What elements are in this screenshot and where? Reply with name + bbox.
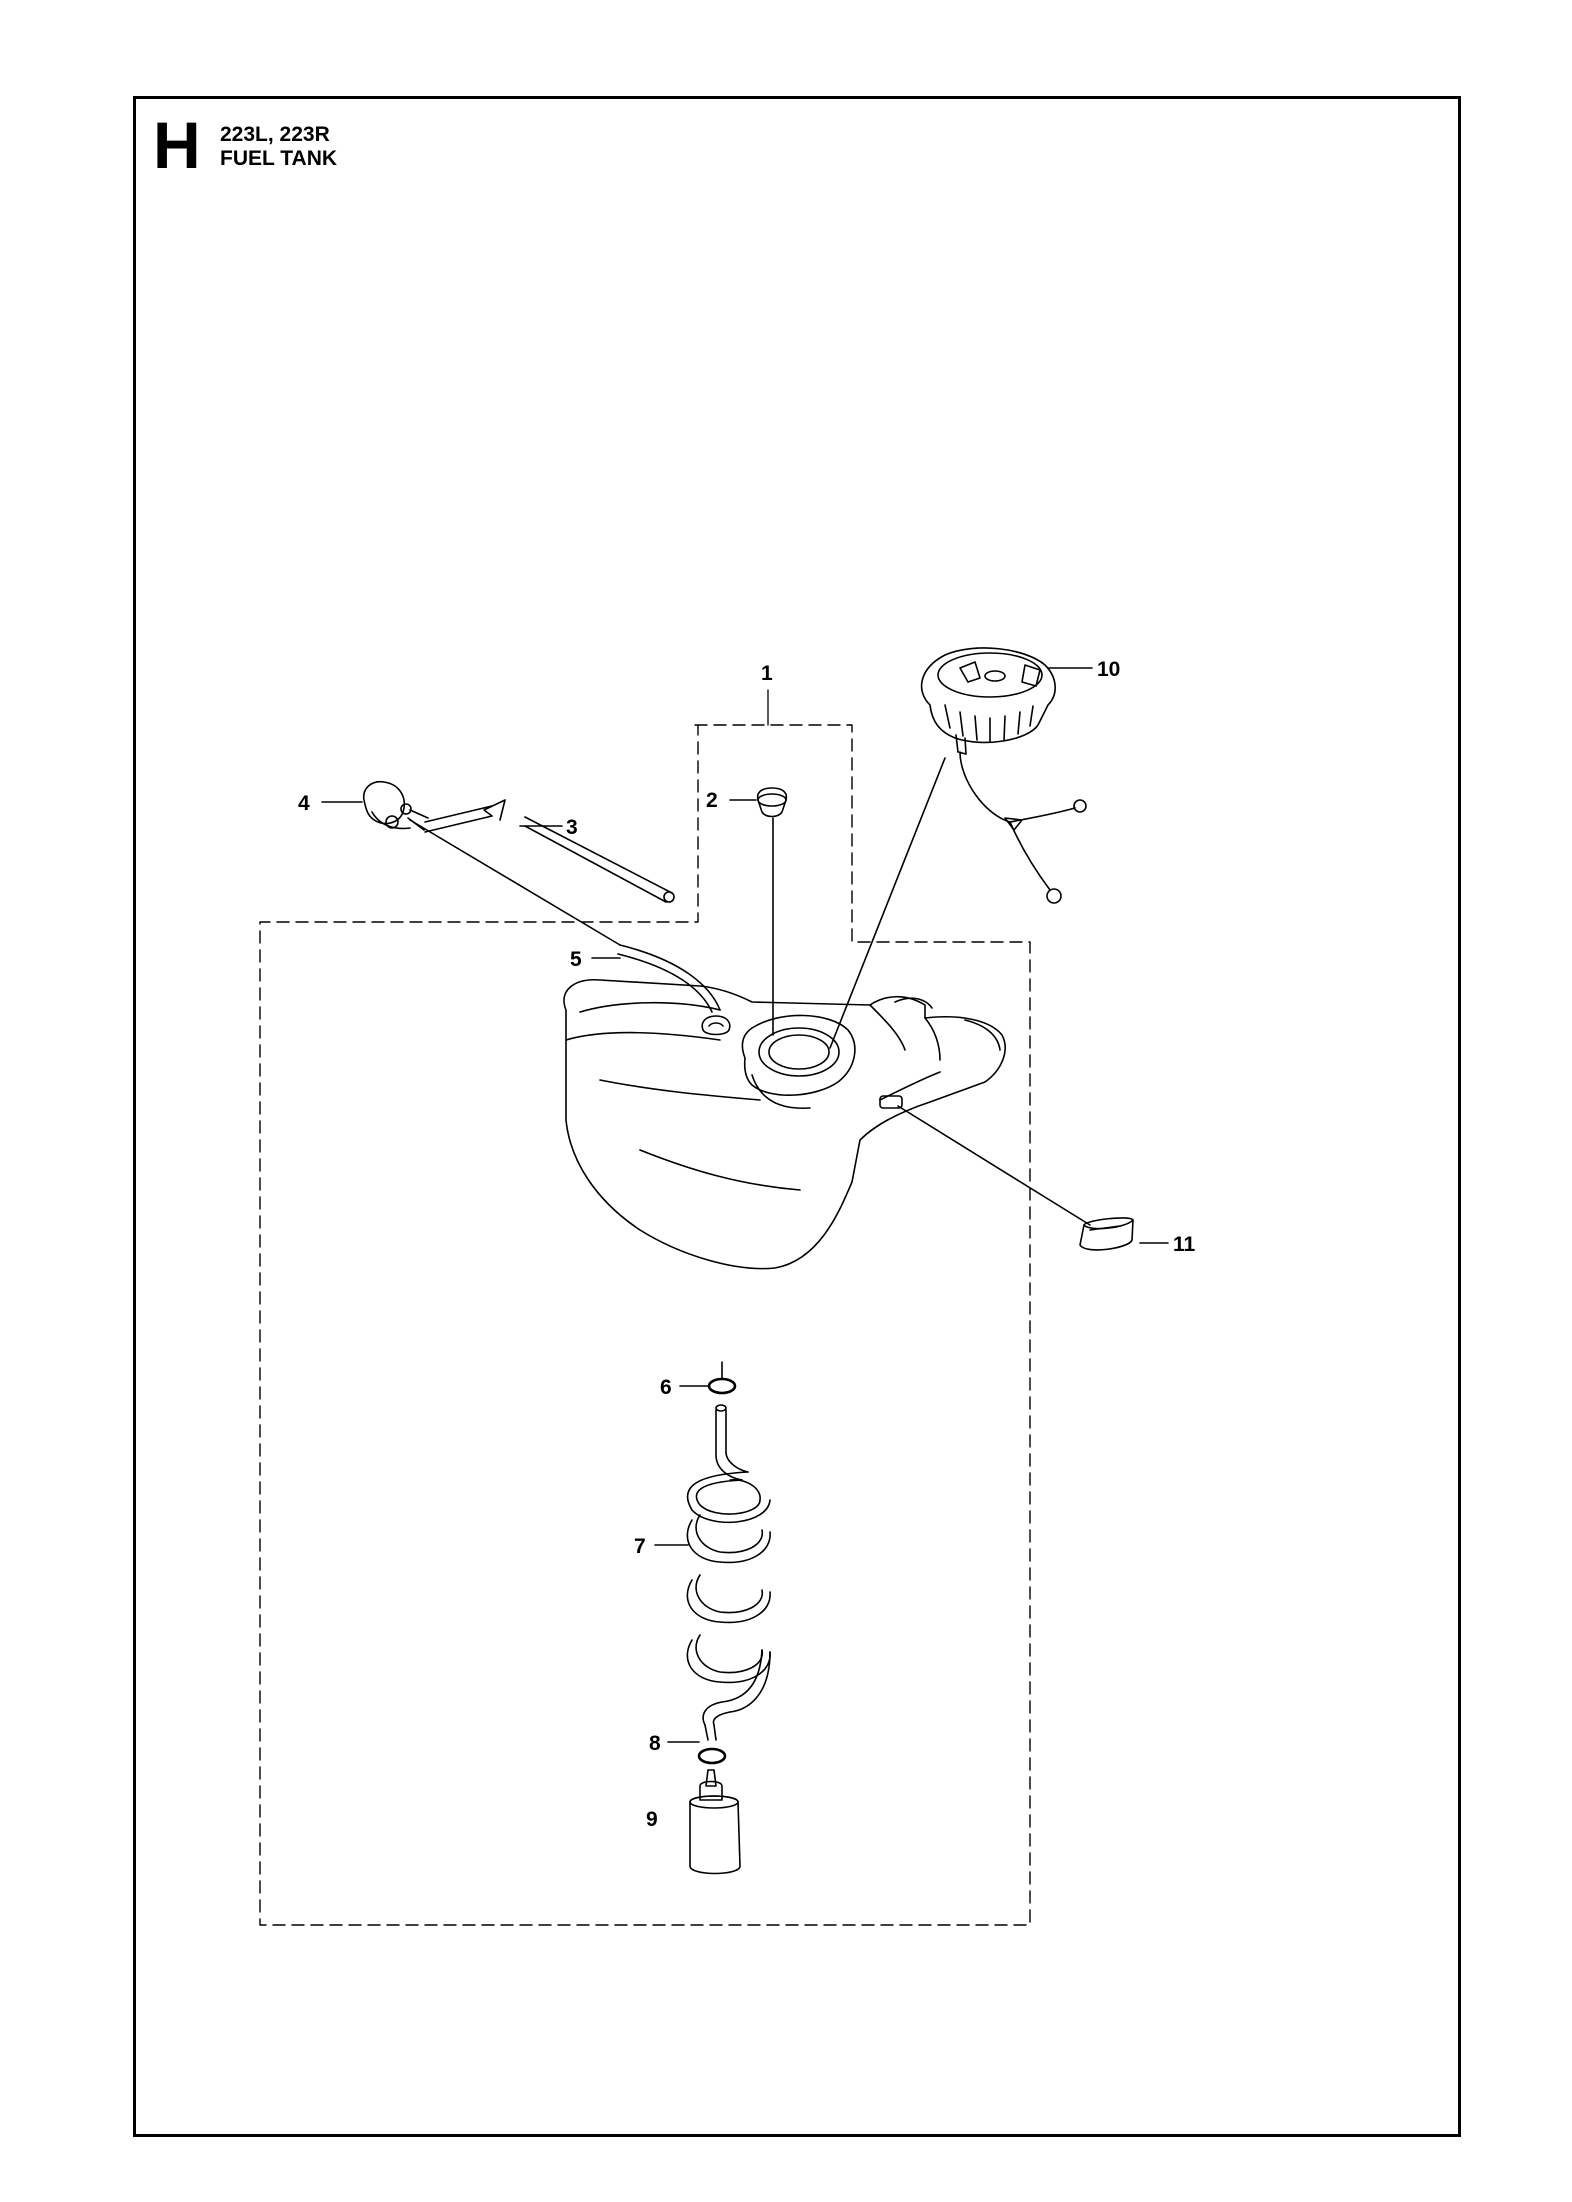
fuel-filter: [689, 1769, 741, 1875]
callout-6: 6: [660, 1376, 672, 1399]
section-letter: H: [153, 108, 201, 182]
callout-8: 8: [649, 1732, 661, 1755]
o-ring-upper: [707, 1361, 737, 1395]
callout-2: 2: [706, 789, 718, 812]
rubber-buffer: [1079, 1217, 1134, 1251]
callout-9: 9: [646, 1808, 658, 1831]
primer-bulb: [362, 780, 429, 831]
callout-5: 5: [570, 948, 582, 971]
model-numbers: 223L, 223R: [220, 123, 330, 146]
o-ring-lower: [697, 1747, 727, 1765]
callout-3: 3: [566, 816, 578, 839]
callout-4: 4: [298, 792, 310, 815]
fuel-hose: [424, 799, 675, 903]
callout-10: 10: [1097, 658, 1120, 681]
callout-11: 11: [1173, 1233, 1196, 1256]
callout-7: 7: [634, 1535, 646, 1558]
fuel-cap: [920, 647, 1087, 904]
callout-1: 1: [761, 662, 773, 685]
return-hose: [409, 819, 721, 1013]
diagram-title: FUEL TANK: [220, 147, 338, 170]
assembly-boundary-dashed: [259, 724, 1031, 1926]
vent-valve: [756, 787, 788, 1036]
coiled-fuel-hose: [686, 1404, 771, 1741]
fuel-tank-body: [563, 979, 1006, 1270]
diagram-frame: [133, 96, 1461, 2137]
